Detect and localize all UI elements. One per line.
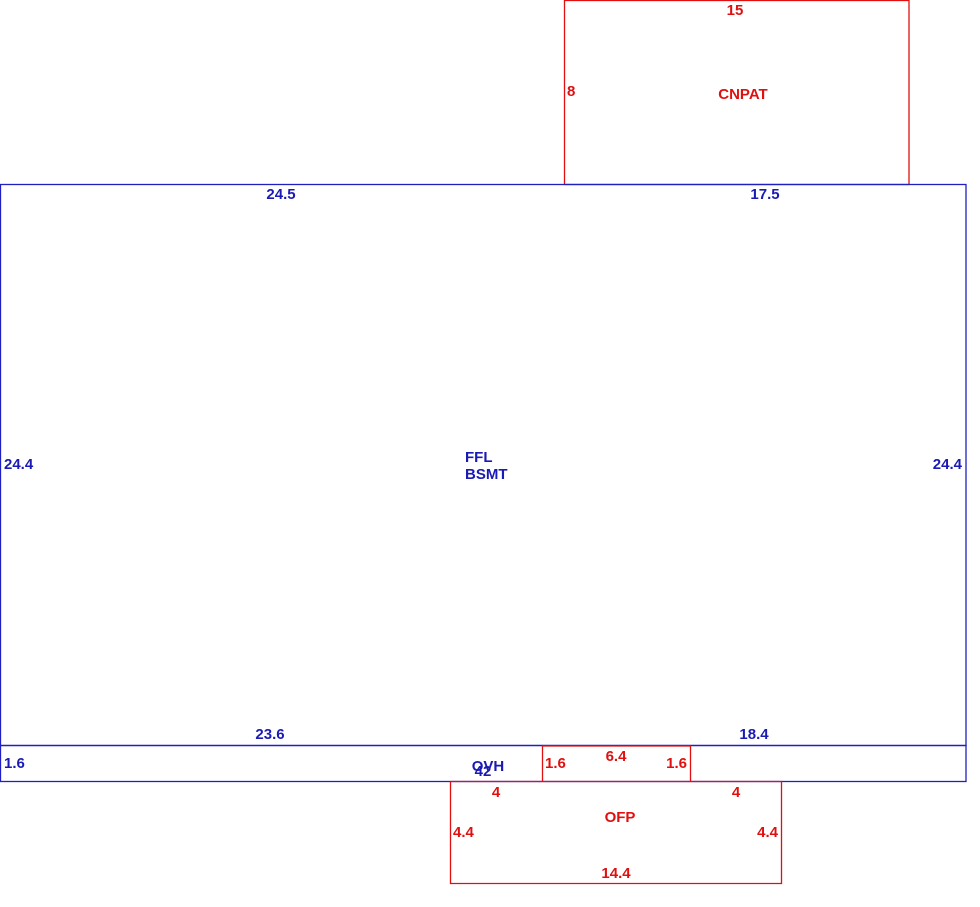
ofp-name: OFP <box>605 809 636 826</box>
porch-neck-top-dimension: 6.4 <box>606 748 628 765</box>
main-bottom-left-dimension: 23.6 <box>255 726 284 743</box>
ofp-left-dimension: 4.4 <box>453 824 475 841</box>
porch-neck-right-dimension: 1.6 <box>666 755 687 772</box>
main-area-name-line1: FFL <box>465 449 493 466</box>
canopy-patio-name: CNPAT <box>718 86 767 103</box>
main-top-left-dimension: 24.5 <box>266 186 295 203</box>
open-frame-porch-outline <box>449 780 783 885</box>
canopy-patio-left-dimension: 8 <box>567 83 575 100</box>
main-right-dimension: 24.4 <box>933 456 963 473</box>
main-top-right-dimension: 17.5 <box>750 186 779 203</box>
overhang-name: OVH <box>472 758 505 775</box>
porch-neck-left-dimension: 1.6 <box>545 755 566 772</box>
ofp-right-dimension: 4.4 <box>757 824 779 841</box>
porch-neck-outline <box>541 745 692 782</box>
ofp-top-left-dimension: 4 <box>492 784 501 801</box>
ofp-bottom-dimension: 14.4 <box>601 865 631 882</box>
main-bottom-right-dimension: 18.4 <box>739 726 769 743</box>
ofp-top-right-dimension: 4 <box>732 784 741 801</box>
overhang-left-dimension: 1.6 <box>4 755 25 772</box>
main-left-dimension: 24.4 <box>4 456 34 473</box>
main-area-name-line2: BSMT <box>465 466 508 483</box>
canopy-patio-top-dimension: 15 <box>727 2 744 19</box>
overhang-length-dimension: 42 <box>475 763 492 780</box>
